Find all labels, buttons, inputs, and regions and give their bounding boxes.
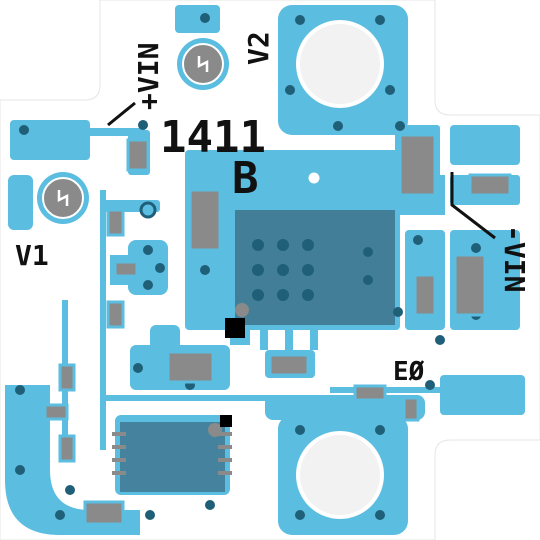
v2-label: V2 bbox=[242, 31, 275, 65]
v2-top-pad bbox=[175, 5, 220, 33]
bottom-mounting-hole bbox=[296, 431, 384, 519]
top-mounting-hole bbox=[296, 20, 384, 108]
plus-vin-label: +VIN bbox=[132, 43, 165, 110]
v1-label: V1 bbox=[15, 239, 49, 272]
e0-label: EØ bbox=[393, 357, 425, 387]
part-number-label: 1411 bbox=[160, 112, 266, 163]
trimmer-potentiometer-icon bbox=[177, 38, 229, 90]
minus-vin-label: -VIN bbox=[498, 225, 531, 292]
bottom-ic-body bbox=[120, 422, 225, 492]
trimmer-potentiometer-icon bbox=[37, 172, 89, 224]
revision-label: B bbox=[232, 153, 259, 204]
